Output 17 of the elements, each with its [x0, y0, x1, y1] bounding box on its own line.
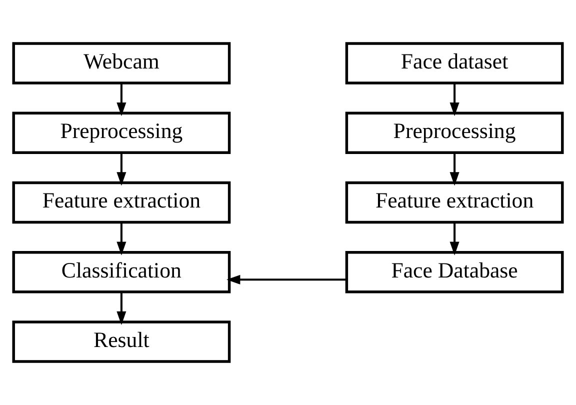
node-box: Preprocessing: [345, 112, 564, 154]
node-box: Feature extraction: [12, 181, 231, 224]
arrow: [450, 83, 460, 116]
node-box: Face dataset: [345, 42, 564, 84]
node-box: Preprocessing: [12, 112, 231, 154]
arrow: [116, 153, 126, 186]
arrow: [450, 222, 460, 256]
arrow: [226, 274, 346, 284]
arrow: [116, 222, 126, 256]
arrow: [450, 153, 460, 186]
node-box: Face Database: [345, 250, 564, 294]
arrow: [116, 83, 126, 116]
node-box: Feature extraction: [345, 181, 564, 224]
node-box: Webcam: [12, 42, 231, 84]
arrow: [116, 292, 126, 325]
node-box: Classification: [12, 250, 231, 294]
node-box: Result: [12, 320, 231, 363]
